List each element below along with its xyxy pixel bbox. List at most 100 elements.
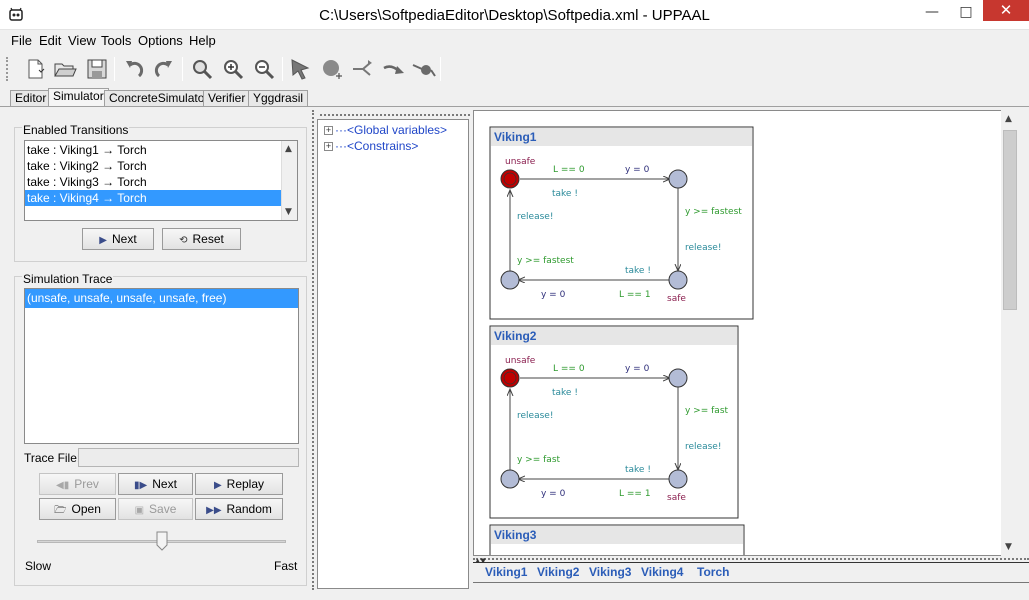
guard-label: L == 1 [619, 290, 651, 300]
update-label: y = 0 [541, 290, 566, 300]
collapse-up-icon[interactable]: ▲▼ [475, 557, 486, 565]
sync-label: release! [685, 243, 721, 253]
process-title: Viking2 [494, 329, 537, 343]
transition-item[interactable]: take : Viking3 → Torch [27, 175, 147, 189]
process-box [489, 325, 739, 519]
tree-global-variables[interactable]: +···<Global variables> [324, 123, 448, 137]
transition-item[interactable]: take : Viking2 → Torch [27, 159, 147, 173]
location-name-safe: safe [667, 493, 686, 503]
window-title: C:\Users\SoftpediaEditor\Desktop\Softped… [319, 7, 710, 24]
left-splitter[interactable] [312, 110, 314, 590]
minimize-button[interactable]: — [925, 4, 939, 20]
save-disk-icon[interactable] [84, 56, 110, 82]
select-arrow-icon[interactable] [288, 56, 314, 82]
msc-viking2: Viking2 [537, 565, 580, 579]
tab-simulator[interactable]: Simulator [48, 88, 109, 107]
trace-item[interactable]: (unsafe, unsafe, unsafe, unsafe, free) [25, 289, 298, 308]
toolbar-separator [182, 57, 183, 81]
close-button[interactable]: ✕ [983, 0, 1029, 21]
enabled-transitions-group [14, 127, 307, 262]
transition-next-button[interactable]: ▶Next [82, 228, 154, 250]
menu-help[interactable]: Help [189, 33, 216, 48]
tree-splitter[interactable] [320, 114, 470, 116]
reset-icon: ⟲ [179, 235, 188, 246]
guard-label: y >= fast [685, 406, 729, 416]
trace-next-button[interactable]: ▮▶Next [118, 473, 193, 495]
replay-button[interactable]: ▶Replay [195, 473, 283, 495]
scroll-down-icon[interactable]: ▼ [285, 207, 292, 217]
transitions-scrollbar[interactable]: ▲ ▼ [281, 141, 297, 220]
save-button: ▣Save [118, 498, 193, 520]
tabs-divider [0, 106, 1029, 107]
add-location-icon[interactable] [319, 56, 345, 82]
trace-file-field[interactable] [78, 448, 299, 467]
location [668, 469, 688, 489]
save-disk-icon: ▣ [134, 505, 145, 516]
open-folder-icon[interactable] [52, 56, 78, 82]
tree-constrains[interactable]: +···<Constrains> [324, 139, 419, 153]
zoom-icon[interactable] [189, 56, 215, 82]
enabled-transitions-list[interactable]: take : Viking1 → Torch take : Viking2 → T… [24, 140, 298, 221]
sync-label: take ! [552, 189, 578, 199]
declarations-tree[interactable]: +···<Global variables> +···<Constrains> [317, 119, 469, 589]
reset-button[interactable]: ⟲Reset [162, 228, 241, 250]
menu-options[interactable]: Options [138, 33, 183, 48]
guard-label: y >= fastest [517, 256, 574, 266]
trace-file-label: Trace File: [24, 451, 81, 465]
msc-viking1: Viking1 [485, 565, 528, 579]
sync-label: release! [517, 411, 553, 421]
location [668, 270, 688, 290]
add-nail-icon[interactable] [410, 56, 436, 82]
redo-icon[interactable] [151, 56, 177, 82]
toolbar-separator [282, 57, 283, 81]
process-title: Viking3 [494, 528, 537, 542]
location-initial-ring [503, 371, 517, 385]
scroll-up-icon[interactable]: ▲ [1005, 114, 1012, 124]
toolbar [0, 52, 1029, 87]
toolbar-separator [114, 57, 115, 81]
tab-concrete-simulator[interactable]: ConcreteSimulator [104, 90, 214, 107]
undo-icon[interactable] [121, 56, 147, 82]
sync-label: take ! [625, 465, 651, 475]
tab-yggdrasil[interactable]: Yggdrasil [248, 90, 309, 107]
simulation-trace-label: Simulation Trace [22, 272, 114, 286]
add-branch-icon[interactable] [350, 56, 376, 82]
step-back-icon: ◀▮ [56, 480, 70, 491]
location [500, 469, 520, 489]
slow-label: Slow [25, 559, 52, 573]
random-button[interactable]: ▶▶Random [195, 498, 283, 520]
speed-slider-thumb[interactable] [156, 531, 168, 551]
scroll-down-icon[interactable]: ▼ [1005, 542, 1012, 552]
menu-tools[interactable]: Tools [101, 33, 132, 48]
step-forward-icon: ▮▶ [134, 480, 148, 491]
location-name-unsafe: unsafe [505, 356, 536, 366]
msc-viking4: Viking4 [641, 565, 684, 579]
menu-view[interactable]: View [68, 33, 96, 48]
menu-edit[interactable]: Edit [39, 33, 62, 48]
transition-item[interactable]: take : Viking1 → Torch [27, 143, 147, 157]
menu-file[interactable]: File [11, 33, 32, 48]
play-icon: ▶ [213, 480, 222, 491]
process-viking3: Viking3 [489, 524, 745, 555]
add-edge-icon[interactable] [381, 56, 407, 82]
tab-verifier[interactable]: Verifier [203, 90, 251, 107]
expand-icon[interactable]: + [324, 141, 333, 151]
bottom-splitter[interactable] [473, 558, 1029, 560]
maximize-button[interactable]: □ [959, 4, 973, 20]
location [668, 169, 688, 189]
open-button[interactable]: 🗁Open [39, 498, 116, 520]
diagram-scroll-thumb[interactable] [1003, 130, 1017, 310]
tab-editor[interactable]: Editor [10, 90, 52, 107]
expand-icon[interactable]: + [324, 125, 333, 135]
diagram-scrollbar[interactable]: ▲ ▼ [1001, 110, 1019, 556]
zoom-in-icon[interactable] [220, 56, 246, 82]
scroll-up-icon[interactable]: ▲ [285, 144, 292, 154]
menu-bar: File Edit View Tools Options Help [0, 31, 1029, 51]
new-document-icon[interactable] [22, 56, 48, 82]
toolbar-grip[interactable] [6, 57, 10, 81]
transition-item[interactable]: take : Viking4 → Torch [25, 190, 282, 206]
simulation-trace-list[interactable]: (unsafe, unsafe, unsafe, unsafe, free) [24, 288, 299, 444]
zoom-out-icon[interactable] [251, 56, 277, 82]
